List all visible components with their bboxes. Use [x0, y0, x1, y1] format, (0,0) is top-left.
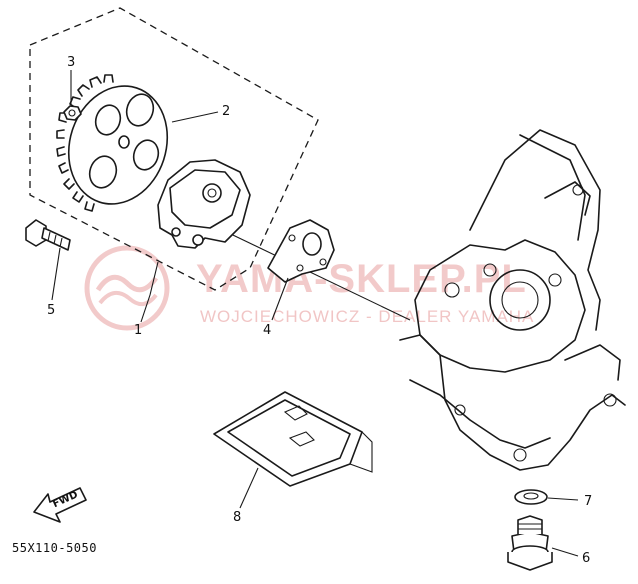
drain-plug-bolt — [507, 515, 553, 571]
pump-gasket — [267, 219, 335, 283]
callout-part-3: 3 — [67, 55, 75, 70]
drawing-code: 55X110-5050 — [12, 541, 97, 555]
part-7-leader — [547, 497, 579, 501]
sprocket-nut — [63, 105, 82, 121]
mounting-bolt — [25, 219, 71, 251]
drain-plug-washer — [514, 489, 548, 505]
part-1-leader — [140, 261, 159, 323]
callout-part-4: 4 — [263, 323, 271, 338]
oil-pump-sprocket — [56, 74, 169, 212]
part-8-leader — [239, 467, 259, 509]
part-5-leader — [51, 247, 61, 301]
forward-direction-arrow: FWD — [33, 487, 87, 523]
callout-part-7: 7 — [584, 494, 592, 509]
watermark-subtitle: WOJCIECHOWICZ - DEALER YAMAHA — [200, 307, 534, 326]
oil-pump-body — [157, 159, 251, 249]
assembly-boundary — [29, 7, 319, 291]
callout-part-1: 1 — [134, 323, 142, 338]
callout-part-2: 2 — [222, 104, 230, 119]
part-4-leader — [271, 277, 289, 321]
oil-strainer — [213, 391, 373, 487]
callout-part-5: 5 — [47, 303, 55, 318]
callout-part-6: 6 — [582, 551, 590, 566]
callout-part-8: 8 — [233, 510, 241, 525]
crankcase — [399, 129, 626, 471]
watermark-logo — [84, 245, 170, 331]
part-2-leader — [171, 111, 219, 123]
watermark-title: YAMA-SKLEP.PL — [196, 257, 527, 301]
part-6-leader — [551, 547, 579, 557]
